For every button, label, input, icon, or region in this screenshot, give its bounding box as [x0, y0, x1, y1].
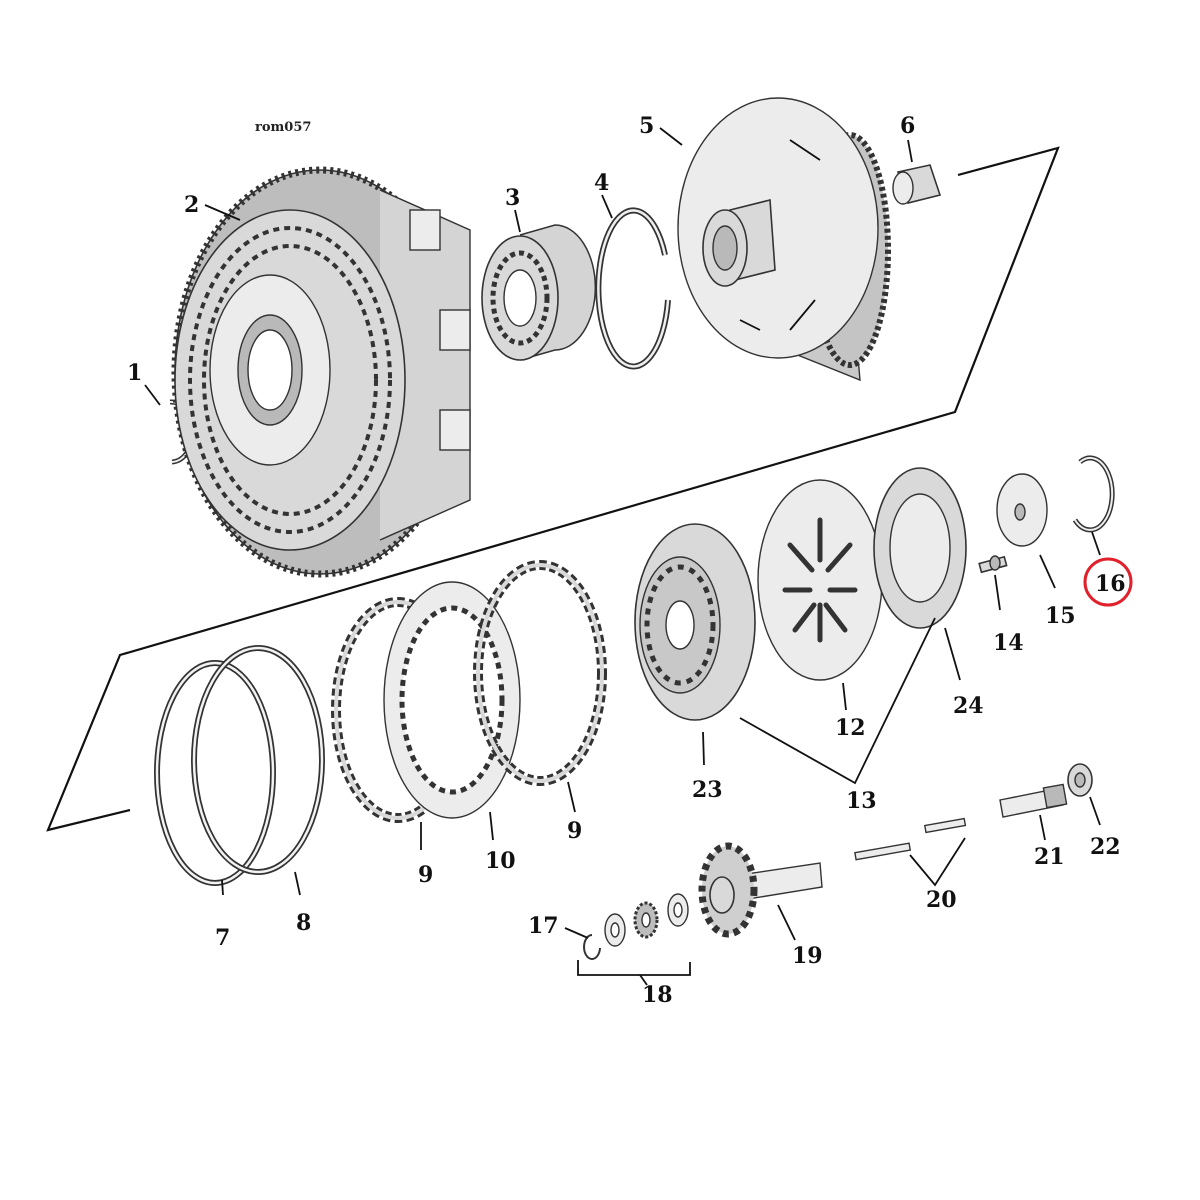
retaining-ring-part-16	[1072, 455, 1115, 533]
snap-ring-part-4	[595, 207, 671, 370]
leader-lines	[144, 127, 1101, 986]
clutch-shell-part-2	[171, 166, 471, 578]
pressure-plate-part-23	[634, 523, 756, 721]
callout-label-23: 23	[692, 777, 723, 803]
highlight-circle	[1083, 557, 1133, 607]
callout-label-17: 17	[528, 913, 559, 939]
callout-label-12: 12	[835, 715, 866, 741]
rod-end-part-21	[999, 783, 1068, 818]
bearing-stack-part-18	[604, 893, 689, 947]
callout-label-7: 7	[215, 925, 230, 951]
pins-part-20	[854, 817, 967, 861]
callout-label-4: 4	[594, 170, 609, 196]
clutch-hub-part-5	[677, 97, 891, 382]
callout-label-13: 13	[846, 788, 877, 814]
retainer-part-15	[996, 473, 1048, 547]
snap-ring-part-17	[583, 934, 601, 960]
spring-plate-part-12	[757, 479, 883, 681]
callout-labels: 1 2 3 4 5 6 7 8 9 9 10 12 13 14 15 16 17…	[127, 113, 1133, 1008]
steel-plate-part-10	[383, 581, 521, 819]
ring-part-7	[154, 660, 276, 886]
callout-label-8: 8	[296, 910, 311, 936]
callout-label-1: 1	[127, 360, 142, 386]
bolt-part-14	[978, 555, 1008, 574]
callout-label-15: 15	[1045, 603, 1076, 629]
callout-label-2: 2	[184, 192, 199, 218]
friction-plate-part-9b	[473, 560, 607, 786]
callout-label-9a: 9	[418, 862, 433, 888]
callout-label-24: 24	[953, 693, 984, 719]
assembly-outline	[46, 146, 1060, 832]
callout-label-22: 22	[1090, 834, 1121, 860]
callout-label-6: 6	[900, 113, 915, 139]
nut-part-6	[892, 164, 942, 205]
push-rod-part-19	[698, 842, 823, 938]
callout-label-19: 19	[792, 943, 823, 969]
callout-label-5: 5	[639, 113, 654, 139]
nut-part-22	[1067, 763, 1093, 797]
callout-label-20: 20	[926, 887, 957, 913]
diagram-code: rom057	[255, 120, 311, 135]
callout-label-18: 18	[642, 982, 673, 1008]
callout-label-21: 21	[1034, 844, 1065, 870]
bearing-part-3	[481, 224, 597, 361]
ring-part-8	[191, 645, 325, 875]
callout-label-9b: 9	[567, 818, 582, 844]
callout-label-10: 10	[485, 848, 516, 874]
callout-label-14: 14	[993, 630, 1024, 656]
callout-label-3: 3	[505, 185, 520, 211]
callout-label-16: 16	[1095, 571, 1126, 597]
diaphragm-part-24	[873, 467, 967, 629]
